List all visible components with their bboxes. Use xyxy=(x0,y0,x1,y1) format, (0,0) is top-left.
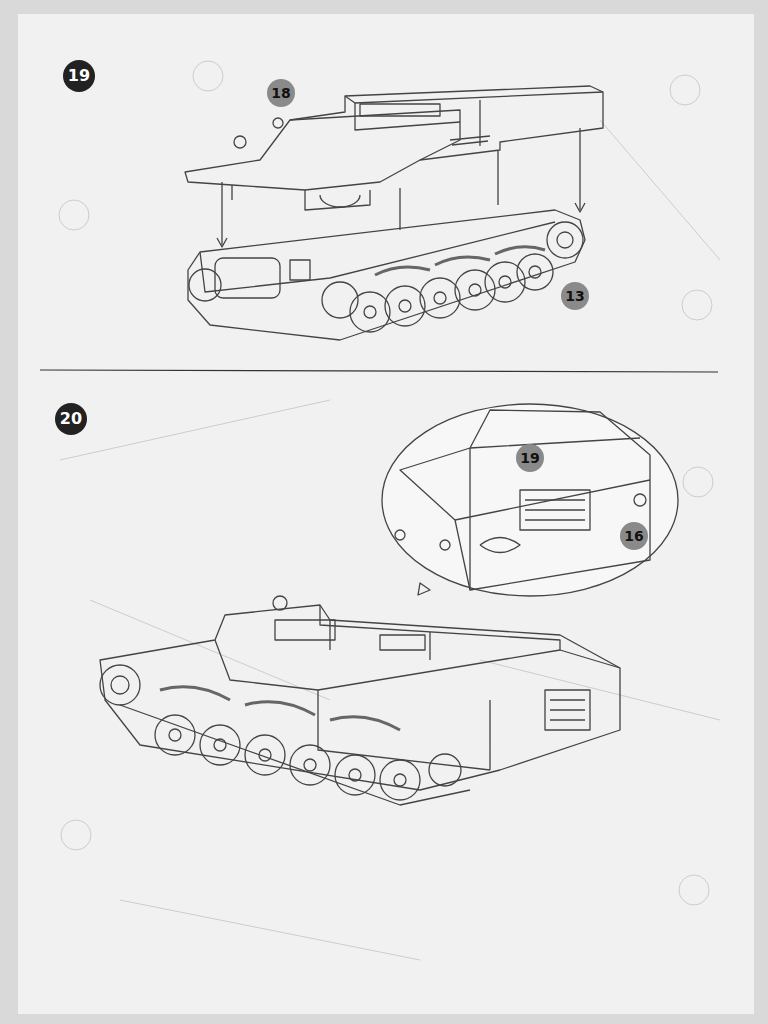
number-text: 19 xyxy=(520,451,539,465)
callout-number: 18 xyxy=(267,79,295,107)
callout-number: 19 xyxy=(516,444,544,472)
number-text: 16 xyxy=(624,529,643,543)
step-number: 19 xyxy=(63,60,95,92)
step-number: 20 xyxy=(55,403,87,435)
number-text: 13 xyxy=(565,289,584,303)
number-text: 18 xyxy=(271,86,290,100)
number-text: 19 xyxy=(68,68,90,84)
callout-number: 13 xyxy=(561,282,589,310)
number-text: 20 xyxy=(60,411,82,427)
callout-number: 16 xyxy=(620,522,648,550)
